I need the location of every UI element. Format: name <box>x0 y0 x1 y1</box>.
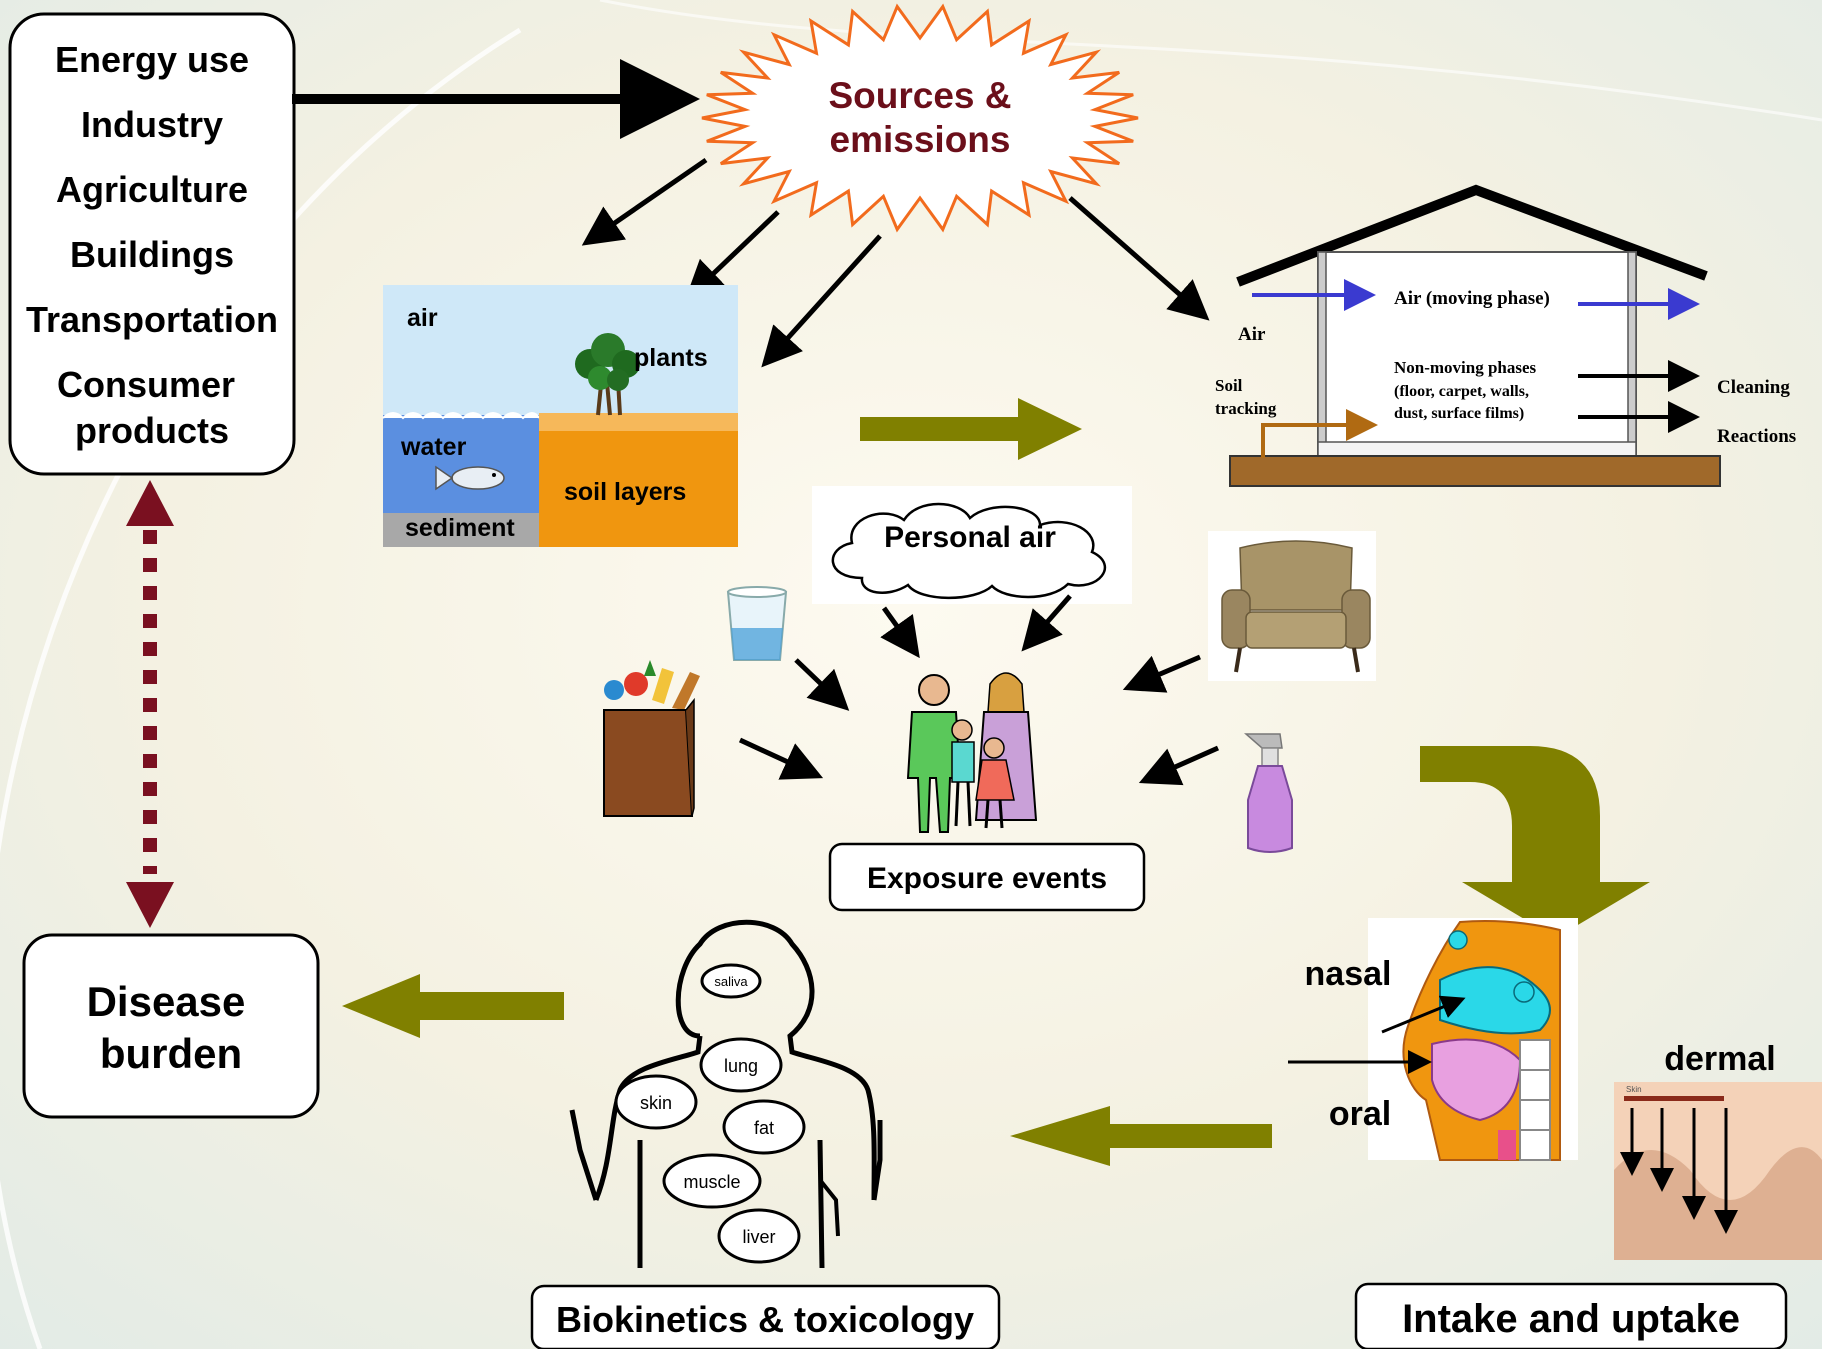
organ-liver: liver <box>717 1208 801 1264</box>
drinking-water-glass-icon <box>726 586 788 661</box>
fish-icon <box>435 465 505 491</box>
sector-label: Agriculture <box>56 169 248 210</box>
sources-to-house-arrow <box>1068 196 1210 321</box>
organ-muscle: muscle <box>662 1153 762 1209</box>
disease-burden-box: Disease burden <box>22 933 320 1119</box>
house-soil-tracking-label: Soil <box>1215 376 1243 395</box>
personal-air-label: Personal air <box>884 521 1056 554</box>
organ-muscle-label: muscle <box>683 1172 740 1192</box>
organ-lung-label: lung <box>724 1056 758 1076</box>
spray-bottle-icon <box>1244 733 1293 853</box>
biokinetics-label: Biokinetics & toxicology <box>556 1299 974 1340</box>
cleaner-to-family-arrow <box>1138 745 1220 786</box>
intake-uptake-label: Intake and uptake <box>1402 1297 1740 1341</box>
env-plants-label: plants <box>634 344 708 372</box>
sector-label: Transportation <box>26 299 278 340</box>
personal-air-to-family-arrow <box>880 606 920 659</box>
sectors-box: Energy use Industry Agriculture Building… <box>8 12 296 476</box>
environment-to-house-arrow <box>860 398 1082 460</box>
env-water-label: water <box>400 433 467 461</box>
grocery-bag-icon <box>603 660 700 817</box>
tree-icon <box>575 333 640 416</box>
sector-label: Consumer <box>57 364 235 405</box>
organ-skin-label: skin <box>640 1093 672 1113</box>
armchair-icon <box>1208 531 1376 681</box>
exposure-events-label: Exposure events <box>867 862 1107 895</box>
env-air-label: air <box>407 304 438 332</box>
disease-burden-label: Disease <box>87 978 246 1025</box>
house-air-moving-label: Air (moving phase) <box>1394 288 1550 309</box>
organ-saliva-label: saliva <box>714 974 748 989</box>
intake-uptake-box: Intake and uptake <box>1354 1282 1788 1349</box>
sources-title: emissions <box>830 119 1011 160</box>
head-cross-section-icon <box>1368 918 1578 1161</box>
sectors-disease-link <box>126 480 174 928</box>
sector-label: Energy use <box>55 39 249 80</box>
organ-fat: fat <box>722 1099 806 1155</box>
route-oral-label: oral <box>1329 1095 1391 1133</box>
env-soil-label: soil layers <box>564 478 686 506</box>
personal-air-cloud: Personal air <box>812 486 1132 604</box>
house-nonmoving-label: (floor, carpet, walls, <box>1394 383 1529 400</box>
sources-title: Sources & <box>828 75 1011 116</box>
family-icon <box>906 672 1038 833</box>
route-dermal-label: dermal <box>1664 1040 1776 1078</box>
organ-liver-label: liver <box>742 1227 775 1247</box>
env-sediment-label: sediment <box>405 514 515 542</box>
environment-panel: air plants water soil layers sediment <box>382 285 738 547</box>
organ-fat-label: fat <box>754 1118 774 1138</box>
skin-tag-label: Skin <box>1626 1085 1642 1094</box>
house-soil-tracking-label: tracking <box>1215 399 1277 418</box>
water-to-family-arrow <box>794 658 850 711</box>
background-arc <box>599 0 1822 122</box>
nasal-pointer-arrow <box>1381 995 1466 1034</box>
route-nasal-label: nasal <box>1305 955 1392 993</box>
food-to-family-arrow <box>738 737 824 780</box>
sources-to-environment-arrow <box>761 234 882 368</box>
body-to-disease-arrow <box>342 974 564 1038</box>
house-reactions-label: Reactions <box>1717 426 1796 447</box>
skin-cross-section-icon: Skin <box>1614 1082 1822 1260</box>
disease-burden-label: burden <box>100 1030 242 1077</box>
exposure-events-box: Exposure events <box>828 842 1146 912</box>
sector-label: products <box>75 410 229 451</box>
sources-to-environment-arrow <box>581 157 708 246</box>
personal-air-to-family-arrow <box>1021 594 1072 652</box>
house-nonmoving-label: dust, surface films) <box>1394 405 1524 422</box>
exposure-to-intake-arrow <box>1420 746 1650 938</box>
furniture-to-family-arrow <box>1122 654 1201 693</box>
house-cleaning-label: Cleaning <box>1717 377 1790 398</box>
sector-label: Industry <box>81 104 223 145</box>
biokinetics-box: Biokinetics & toxicology <box>530 1284 1001 1349</box>
sources-to-environment-arrow <box>684 210 780 301</box>
house-air-label: Air <box>1238 324 1266 345</box>
intake-to-body-arrow <box>1010 1106 1272 1166</box>
organ-lung: lung <box>699 1037 783 1093</box>
sector-label: Buildings <box>70 234 234 275</box>
sources-burst: Sources & emissions <box>701 3 1139 233</box>
organ-saliva: saliva <box>700 963 762 999</box>
house-nonmoving-label: Non-moving phases <box>1394 358 1537 377</box>
house-model: Air (moving phase) Air Soil tracking Non… <box>1215 184 1796 487</box>
organ-skin: skin <box>614 1074 698 1130</box>
background-arc <box>0 27 522 1349</box>
